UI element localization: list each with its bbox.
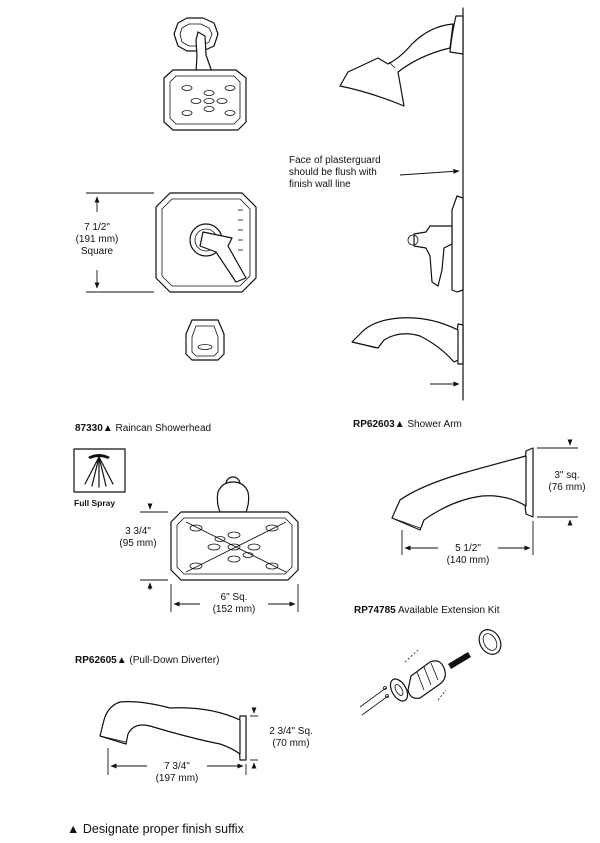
showerhead-width-dim: 6" Sq. (152 mm) <box>212 592 256 615</box>
footnote-text: Designate proper finish suffix <box>82 822 244 836</box>
front-view-showerhead <box>163 17 247 131</box>
tub-spout-height-dim: 2 3/4" Sq. (70 mm) <box>269 726 313 749</box>
shower-arm-height-dim: 3" sq. (76 mm) <box>548 470 586 493</box>
footnote: ▲ Designate proper finish suffix <box>67 822 244 836</box>
tub-spout-title: RP62605▲ (Pull-Down Diverter) <box>75 655 220 666</box>
trim-square-dim-label: 7 1/2" (191 mm) Square <box>62 222 132 258</box>
showerhead-title: 87330▲ Raincan Showerhead <box>75 423 212 434</box>
trim-square-dimension-line <box>86 192 154 293</box>
extension-kit-title: RP74785 Available Extension Kit <box>354 605 500 616</box>
side-elevation <box>339 7 464 401</box>
spray-icon <box>73 448 126 493</box>
spray-label: Full Spray <box>74 498 116 508</box>
showerhead-height-dim: 3 3/4" (95 mm) <box>119 526 157 549</box>
tub-spout-drawing <box>99 701 258 775</box>
shower-arm-title: RP62603▲ Shower Arm <box>353 419 462 430</box>
raincan-showerhead-drawing <box>140 476 299 612</box>
plasterguard-note: Face of plasterguard should be flush wit… <box>289 155 381 190</box>
shower-arm-length-dim: 5 1/2" (140 mm) <box>438 543 498 567</box>
shower-arm-drawing <box>391 439 578 555</box>
footnote-marker: ▲ <box>67 822 80 836</box>
extension-kit-drawing <box>359 629 502 716</box>
front-view-valve-trim <box>155 192 257 361</box>
tub-spout-length-dim: 7 3/4" (197 mm) <box>147 761 207 785</box>
